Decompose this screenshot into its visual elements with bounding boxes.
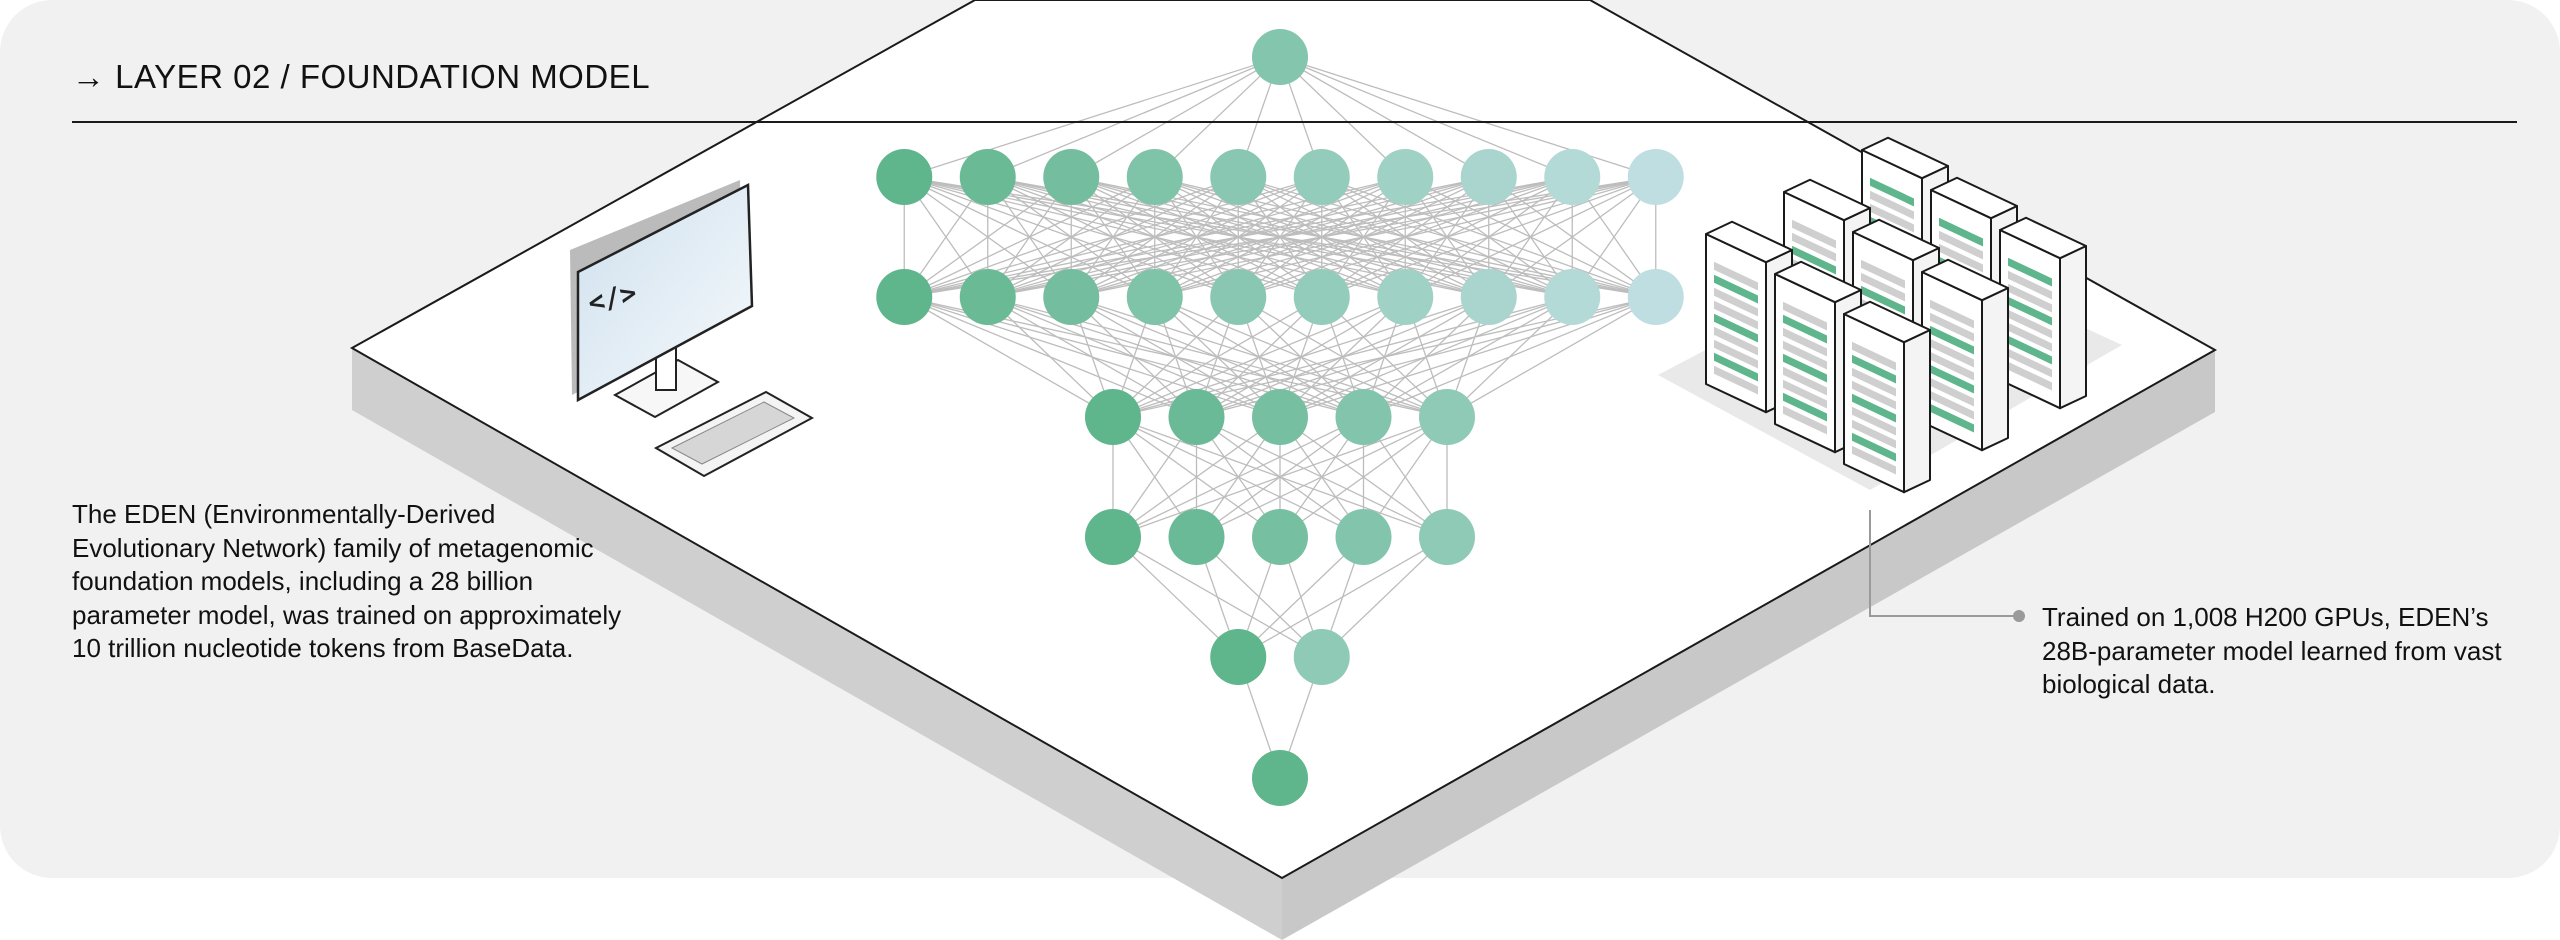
server-cluster [1705,136,2087,494]
network-node [1210,269,1267,325]
network-node [1335,509,1392,565]
leader-dot [2013,610,2025,622]
server-rack [1999,216,2087,410]
workstation [570,180,815,478]
network-edge [1112,296,1489,418]
server-rack [1705,220,1793,414]
network-node [876,149,933,205]
server-rack [1843,300,1931,494]
network-edge [1112,296,1323,418]
network-edge [904,176,1239,298]
network-node [1377,149,1434,205]
network-edge [1488,176,1657,298]
network-edge [1112,536,1239,658]
network-edge [1446,296,1657,418]
network-edge [1321,176,1656,298]
keyboard-keys [670,401,796,465]
network-node [1419,389,1475,445]
network-node [1210,629,1267,685]
network-edge [987,296,1114,418]
network-edge [1279,56,1573,178]
network-edge [904,176,1656,298]
network-node [1252,29,1308,85]
network-edge [1237,536,1448,658]
network-edge [1112,416,1281,538]
caption-right: Trained on 1,008 H200 GPUs, EDEN’s 28B-p… [2042,602,2502,699]
network-edge [1070,56,1281,178]
network-edge [1279,56,1656,178]
network-node [959,149,1016,205]
network-node [876,269,933,325]
leader-line [1869,510,2019,617]
network-edge [1279,296,1656,418]
network-node [1168,389,1225,445]
network-edge [1279,56,1406,178]
network-node [1460,149,1517,205]
network-edge [903,176,1156,298]
platform-side-left [352,348,1282,940]
network-edge [1279,416,1448,538]
network-node [1460,269,1517,325]
page-title: → LAYER 02 / FOUNDATION MODEL [72,58,651,95]
network-edge [1154,56,1281,178]
neural-network [876,29,1684,806]
monitor-screen [576,182,754,403]
network-node [1293,149,1350,205]
network-node [1085,389,1141,445]
network-edge [1321,536,1448,658]
network-edge [904,56,1281,178]
network-edge [987,176,1656,298]
network-edge [987,56,1281,178]
caption-left: The EDEN (Environmentally-Derived Evolut… [72,499,622,663]
network-edge [1112,416,1364,538]
network-node [959,269,1016,325]
network-edge [1112,296,1406,418]
network-node [1627,149,1684,205]
network-edge [1237,536,1364,658]
network-edge [904,176,1573,298]
network-node [1293,269,1350,325]
network-node [1043,149,1100,205]
platform-side-right [1282,350,2215,940]
network-node [1419,509,1475,565]
network-node [1085,509,1141,565]
network-edge [1279,56,1490,178]
network-node [1168,509,1225,565]
network-node [1377,269,1434,325]
server-rack [1774,260,1862,454]
network-edge [1196,416,1448,538]
network-edge [1363,296,1656,418]
network-node [1252,750,1308,806]
network-node [1043,269,1100,325]
network-edge [1112,296,1239,418]
network-edge [903,176,1072,298]
network-node [1293,629,1350,685]
network-node [1544,149,1601,205]
title-divider [72,121,2517,123]
server-rack [1921,258,2009,452]
network-edge [1112,416,1448,538]
network-node [1335,389,1392,445]
network-node [1126,149,1183,205]
network-node [1544,269,1601,325]
network-node [1126,269,1183,325]
network-edge [903,296,1114,418]
network-node [1252,389,1308,445]
network-node [1627,269,1684,325]
network-edge [1404,176,1657,298]
network-node [1210,149,1267,205]
network-node [1252,509,1308,565]
